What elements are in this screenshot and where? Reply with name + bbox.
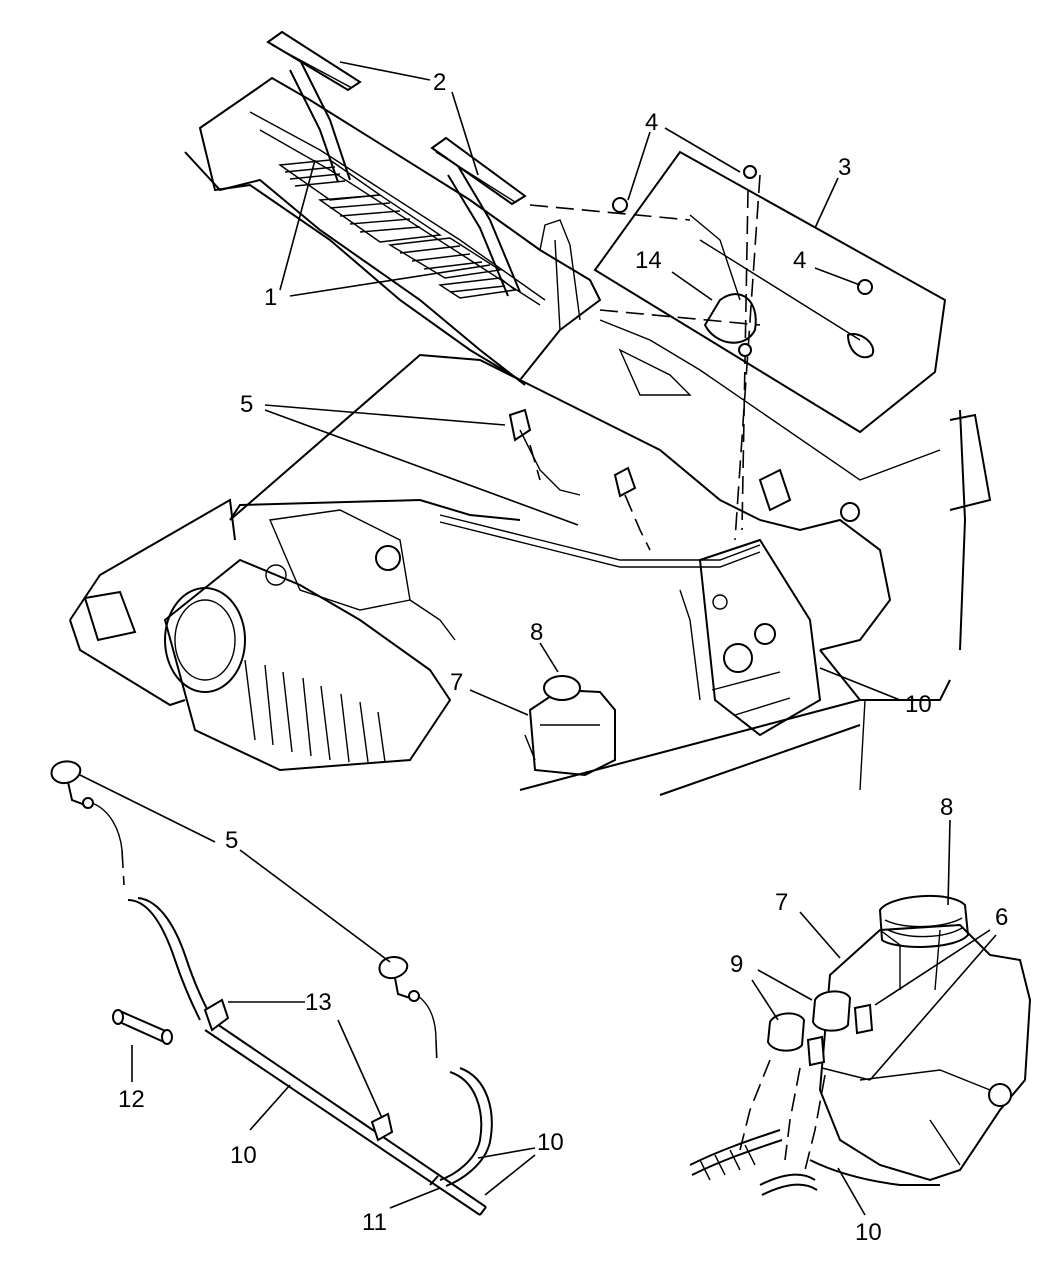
callout-10-lower-left: 10 (230, 1142, 257, 1169)
firewall-reservoir (524, 538, 822, 777)
callout-14: 14 (635, 247, 662, 274)
washer-hose-top (439, 408, 761, 568)
callout-6: 6 (995, 904, 1008, 931)
hose-assembly-exploded (50, 760, 493, 1216)
callout-11: 11 (362, 1209, 387, 1236)
callout-labels: 2 4 3 14 4 1 5 8 7 10 5 8 7 6 9 13 12 10… (118, 69, 1008, 1246)
grille-headlight (163, 509, 456, 772)
callout-8-upper: 8 (530, 619, 543, 646)
callout-1: 1 (264, 284, 277, 311)
callout-12: 12 (118, 1086, 145, 1113)
callout-5-lower: 5 (225, 827, 238, 854)
callout-13: 13 (305, 989, 332, 1016)
callout-7-upper: 7 (450, 669, 463, 696)
hood-body (69, 319, 992, 796)
callout-9: 9 (730, 951, 743, 978)
callout-4-upper: 4 (645, 109, 658, 136)
callout-10-lower-right: 10 (855, 1219, 882, 1246)
callout-7-lower: 7 (775, 889, 788, 916)
callout-5-upper: 5 (240, 391, 253, 418)
windshield-frame (529, 150, 947, 541)
wiper-assemblies (266, 30, 527, 297)
callout-8-lower: 8 (940, 794, 953, 821)
reservoir-detail (689, 894, 1032, 1196)
cowl-panel (184, 76, 602, 386)
callout-2-upper: 2 (433, 69, 446, 96)
callout-3: 3 (838, 154, 851, 181)
leader-lines (79, 61, 997, 1216)
callout-4-right: 4 (793, 247, 806, 274)
callout-10-upper: 10 (905, 691, 932, 718)
callout-10-lower-mid: 10 (537, 1129, 564, 1156)
